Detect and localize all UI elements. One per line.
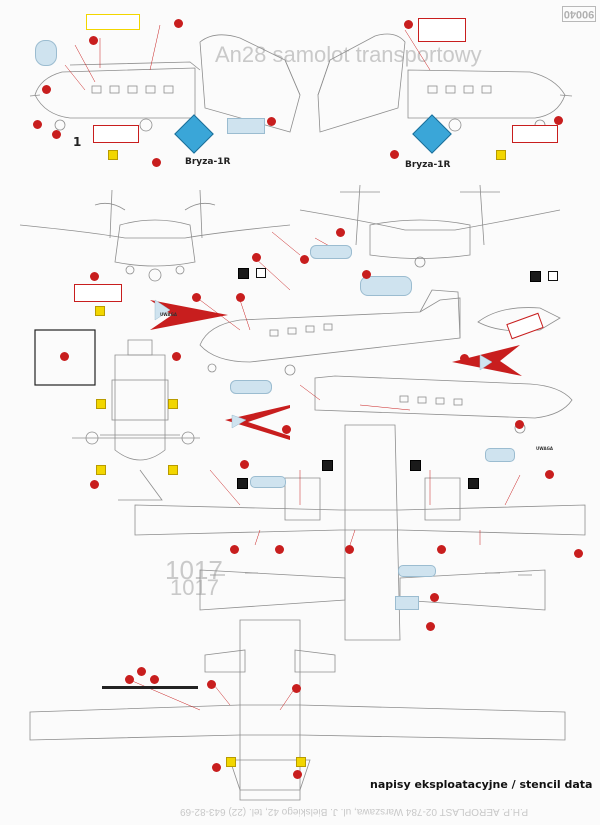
- callout-dot: [292, 684, 301, 693]
- stencil-icon-box-1: [256, 268, 266, 278]
- warning-plate-1: [93, 125, 139, 143]
- wing-text-right: UWAGA: [536, 446, 553, 451]
- callout-dot: [460, 354, 469, 363]
- yellow-stencil-2: [496, 150, 506, 160]
- callout-dot: [174, 19, 183, 28]
- yellow-stencil-8: [226, 757, 236, 767]
- yellow-stencil-4: [96, 399, 106, 409]
- callout-dot: [554, 116, 563, 125]
- callout-dot: [437, 545, 446, 554]
- nacelle-detail: [477, 307, 561, 332]
- bg-registration-2: 1017: [170, 575, 219, 600]
- top-yellow-plate: [86, 14, 140, 30]
- stencil-card-4: [230, 380, 272, 394]
- red-chevrons: [150, 300, 522, 440]
- callout-dot: [90, 272, 99, 281]
- callout-dot: [137, 667, 146, 676]
- callout-dot: [42, 85, 51, 94]
- callout-dot: [426, 622, 435, 631]
- callout-dot: [52, 130, 61, 139]
- callout-dot: [230, 545, 239, 554]
- callout-dot: [125, 675, 134, 684]
- callout-dot: [430, 593, 439, 602]
- wing-bottom-view: [29, 619, 566, 801]
- stencil-card-5: [250, 476, 286, 488]
- warning-plate-3: [512, 125, 558, 143]
- callout-dot: [212, 763, 221, 772]
- warning-plate-4: [74, 284, 122, 302]
- callout-dot: [300, 255, 309, 264]
- callout-dot: [362, 270, 371, 279]
- side-view-lower: [314, 375, 573, 434]
- wing-text-left: UWAGA: [160, 312, 177, 317]
- yellow-stencil-7: [168, 465, 178, 475]
- callout-dot: [60, 352, 69, 361]
- callout-dot: [267, 117, 276, 126]
- wing-top-view: [134, 424, 586, 641]
- stencil-card-8: [485, 448, 515, 462]
- side-view-left: [29, 61, 201, 132]
- callout-dot: [192, 293, 201, 302]
- warning-plate-2: [418, 18, 466, 42]
- belly-view: [72, 339, 200, 501]
- bryza-label-left: Bryza-1R: [185, 157, 231, 167]
- callout-dot: [252, 253, 261, 262]
- yellow-stencil-3: [95, 306, 105, 316]
- callout-dot: [89, 36, 98, 45]
- stencil-icon-black-5: [410, 460, 421, 471]
- stencil-card-2: [310, 245, 352, 259]
- callout-dot: [293, 770, 302, 779]
- yellow-stencil-9: [296, 757, 306, 767]
- callout-dot: [345, 545, 354, 554]
- side-view-middle: [199, 289, 461, 376]
- tail-fins-top: [199, 33, 406, 133]
- bg-registration: 1017: [165, 555, 223, 585]
- front-view: [19, 189, 291, 282]
- callout-dot: [172, 352, 181, 361]
- stencil-icon-black-4: [322, 460, 333, 471]
- stencil-icon-black-3: [237, 478, 248, 489]
- callout-dot: [207, 680, 216, 689]
- callout-dot: [150, 675, 159, 684]
- stencil-icon-box-2: [548, 271, 558, 281]
- callout-dot: [545, 470, 554, 479]
- stencil-card-7: [395, 596, 419, 610]
- callout-dot: [90, 480, 99, 489]
- callout-dot: [33, 120, 42, 129]
- stencil-card-9: [35, 40, 57, 66]
- callout-dot: [236, 293, 245, 302]
- callout-dot: [282, 425, 291, 434]
- stencil-icon-black-6: [468, 478, 479, 489]
- stencil-card-1: [227, 118, 265, 134]
- callout-dot: [275, 545, 284, 554]
- yellow-stencil-5: [168, 399, 178, 409]
- stencil-icon-black-2: [530, 271, 541, 282]
- black-stripe: [102, 686, 198, 689]
- callout-dot: [574, 549, 583, 558]
- callout-dot: [404, 20, 413, 29]
- stencil-card-3: [360, 276, 412, 296]
- yellow-stencil-6: [96, 465, 106, 475]
- publisher-line: P.H.P. AEROPLAST 02-784 Warszawa, ul. J.…: [180, 806, 529, 817]
- bg-heading: An28 samolot transportowy: [215, 42, 482, 67]
- stencil-data-caption: napisy eksploatacyjne / stencil data: [370, 778, 593, 791]
- callout-dot: [515, 420, 524, 429]
- rear-view: [299, 184, 561, 268]
- callout-dot: [390, 150, 399, 159]
- stencil-card-6: [398, 565, 436, 577]
- bryza-label-right: Bryza-1R: [405, 160, 451, 170]
- plate-number: 1: [73, 135, 82, 149]
- callout-dot: [152, 158, 161, 167]
- callout-dot: [240, 460, 249, 469]
- stencil-icon-black-1: [238, 268, 249, 279]
- blue-tabs: [154, 299, 493, 429]
- callout-dot: [336, 228, 345, 237]
- yellow-stencil-1: [108, 150, 118, 160]
